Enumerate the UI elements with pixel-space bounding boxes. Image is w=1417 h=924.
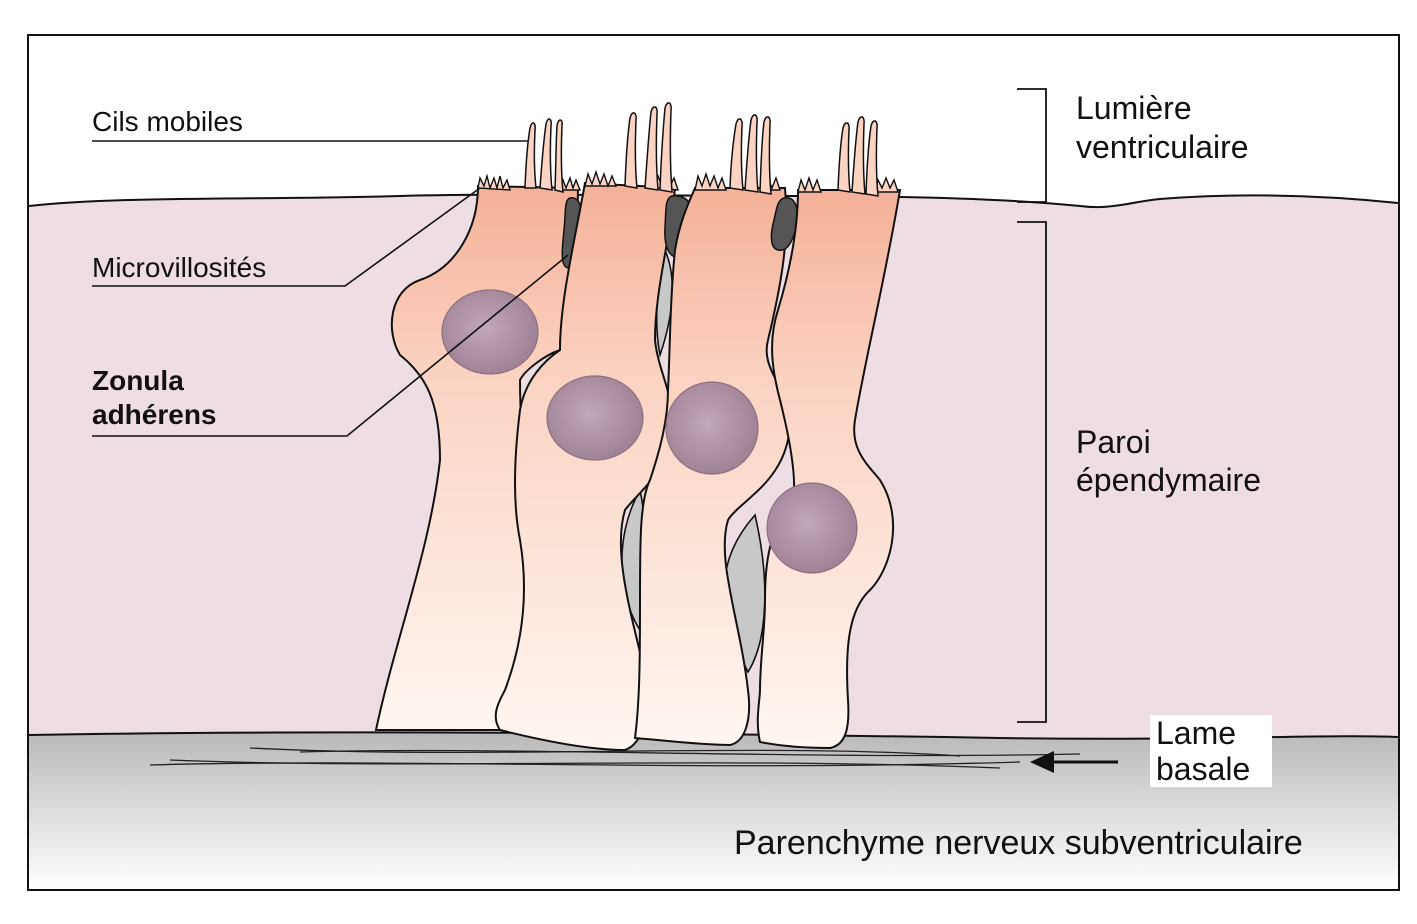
basal-lamina-region	[29, 732, 1398, 889]
wall-label-line1: Paroi	[1076, 424, 1151, 460]
basal-label-background	[1150, 715, 1272, 787]
cilia-3	[729, 114, 772, 195]
nucleus-3	[665, 381, 759, 475]
zonula-label-line2: adhérens	[92, 399, 217, 430]
basal-label-line2: basale	[1156, 751, 1250, 787]
ependymal-cell-3	[633, 114, 799, 747]
cilia-2	[624, 102, 673, 193]
ependymal-cell-4	[756, 116, 902, 750]
zonula-label-line1: Zonula	[92, 365, 184, 396]
microvilli-leader-line	[92, 187, 481, 287]
wall-bracket	[1017, 221, 1047, 723]
basal-top-line	[28, 731, 1399, 740]
microvilli-4	[797, 175, 899, 193]
nucleus-4	[766, 482, 858, 574]
parenchyma-label: Parenchyme nerveux subventriculaire	[734, 824, 1303, 862]
lumen-label-line2: ventriculaire	[1076, 129, 1249, 165]
basal-lamina-fibers	[149, 747, 1081, 769]
zonula-leader-line	[92, 254, 569, 437]
cilia-label: Cils mobiles	[92, 106, 243, 137]
nucleus-2	[546, 375, 644, 461]
basal-label-line1: Lame	[1156, 715, 1236, 751]
nucleus-1	[441, 289, 539, 375]
microvilli-label: Microvillosités	[92, 252, 266, 283]
cilia-4	[837, 116, 879, 197]
cilia-1	[524, 118, 564, 193]
basal-lamina-arrow	[1030, 751, 1118, 773]
wall-label-line2: épendymaire	[1076, 462, 1261, 498]
microvilli-1	[477, 173, 582, 191]
lumen-bracket	[1017, 88, 1047, 203]
lumen-label-line1: Lumière	[1076, 90, 1192, 126]
